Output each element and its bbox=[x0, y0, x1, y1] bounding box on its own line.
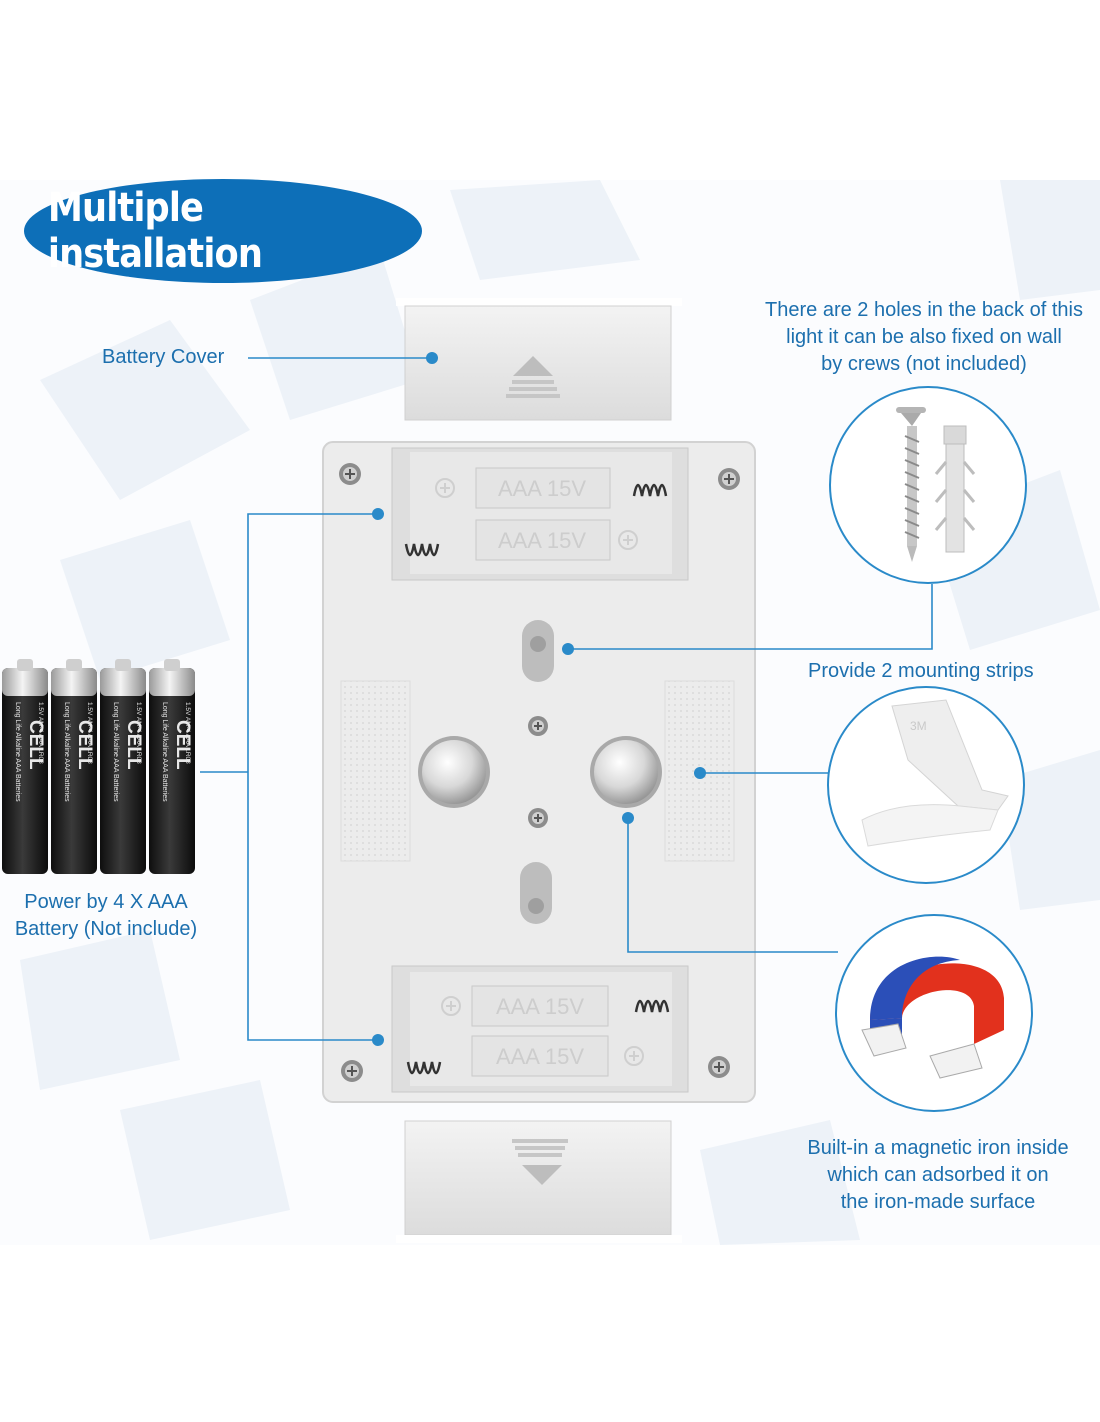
battery-brand: CELL bbox=[123, 720, 144, 770]
screw-head-icon bbox=[528, 716, 548, 736]
arrow-down-icon bbox=[522, 1165, 562, 1185]
svg-text:3M: 3M bbox=[910, 719, 927, 733]
screw-head-icon bbox=[708, 1056, 730, 1078]
magnet-button bbox=[422, 740, 486, 804]
screw-head-icon bbox=[341, 1060, 363, 1082]
screw-holes-line: by crews (not included) bbox=[821, 353, 1027, 375]
spring-icon bbox=[404, 543, 440, 557]
battery-spec-text: 1.5V AM-4 AAA LR03 bbox=[135, 702, 142, 764]
battery-brand: CELL bbox=[25, 720, 46, 770]
battery-brand: CELL bbox=[172, 720, 193, 770]
tape-detail-circle: 3M bbox=[827, 686, 1025, 884]
magnet-detail-circle bbox=[835, 914, 1033, 1112]
screw-icon bbox=[896, 407, 926, 562]
spring-icon bbox=[632, 483, 668, 497]
wall-anchor-icon bbox=[934, 425, 976, 553]
battery-power-line: Battery (Not include) bbox=[14, 918, 198, 940]
battery-side-text: Long Life Alkaline AAA Batteries bbox=[63, 702, 70, 802]
battery-power-line: Power by 4 X AAA bbox=[24, 891, 188, 913]
arrow-up-icon bbox=[513, 356, 553, 376]
screw-head-icon bbox=[718, 468, 740, 490]
title-badge: Multiple installation bbox=[24, 179, 422, 283]
battery-spec-text: 1.5V AM-4 AAA LR03 bbox=[86, 702, 93, 764]
screw-head-icon bbox=[339, 463, 361, 485]
battery-slot-label: AAA 15V bbox=[498, 528, 586, 553]
battery-side-text: Long Life Alkaline AAA Batteries bbox=[14, 702, 21, 802]
screw-holes-line: There are 2 holes in the back of this bbox=[765, 299, 1083, 321]
magnet-button bbox=[594, 740, 658, 804]
screw-holes-line: light it can be also fixed on wall bbox=[786, 326, 1062, 348]
mounting-strip-icon: 3M bbox=[861, 699, 1009, 847]
magnet-line: which can adsorbed it on bbox=[827, 1164, 1049, 1186]
spring-icon bbox=[634, 999, 670, 1013]
mounting-strips-label: Provide 2 mounting strips bbox=[808, 660, 1034, 682]
battery-brand: CELL bbox=[74, 720, 95, 770]
horseshoe-magnet-icon bbox=[861, 956, 1004, 1079]
battery-side-text: Long Life Alkaline AAA Batteries bbox=[161, 702, 168, 802]
battery-group bbox=[2, 659, 195, 874]
aaa-battery-icon bbox=[149, 659, 195, 874]
aaa-battery-icon bbox=[2, 659, 48, 874]
aaa-battery-icon bbox=[100, 659, 146, 874]
mounting-strip-left bbox=[340, 680, 411, 862]
battery-side-text: Long Life Alkaline AAA Batteries bbox=[112, 702, 119, 802]
screw-head-icon bbox=[528, 808, 548, 828]
screw-holes-label: There are 2 holes in the back of this li… bbox=[748, 297, 1100, 378]
battery-spec-text: 1.5V AM-4 AAA LR03 bbox=[184, 702, 191, 764]
battery-cover-label: Battery Cover bbox=[102, 346, 225, 368]
battery-slot-label: AAA 15V bbox=[496, 994, 584, 1019]
keyhole-slot bbox=[520, 862, 552, 924]
battery-power-label: Power by 4 X AAA Battery (Not include) bbox=[0, 889, 212, 943]
top-battery-cover bbox=[396, 298, 682, 421]
battery-slot-label: AAA 15V bbox=[496, 1044, 584, 1069]
connector-dots bbox=[372, 352, 706, 1046]
device-body bbox=[322, 441, 756, 1103]
magnet-line: the iron-made surface bbox=[840, 1191, 1036, 1213]
screw-detail-circle bbox=[829, 386, 1027, 584]
battery-slot-label: AAA 15V bbox=[498, 476, 586, 501]
spring-icon bbox=[406, 1061, 442, 1075]
bottom-battery-cover bbox=[396, 1120, 682, 1243]
battery-spec-text: 1.5V AM-4 AAA LR03 bbox=[37, 702, 44, 764]
page-title: Multiple installation bbox=[47, 185, 263, 277]
magnet-line: Built-in a magnetic iron inside bbox=[807, 1137, 1069, 1159]
magnet-label: Built-in a magnetic iron inside which ca… bbox=[790, 1135, 1086, 1216]
connector-lines bbox=[200, 357, 933, 1041]
aaa-battery-icon bbox=[51, 659, 97, 874]
